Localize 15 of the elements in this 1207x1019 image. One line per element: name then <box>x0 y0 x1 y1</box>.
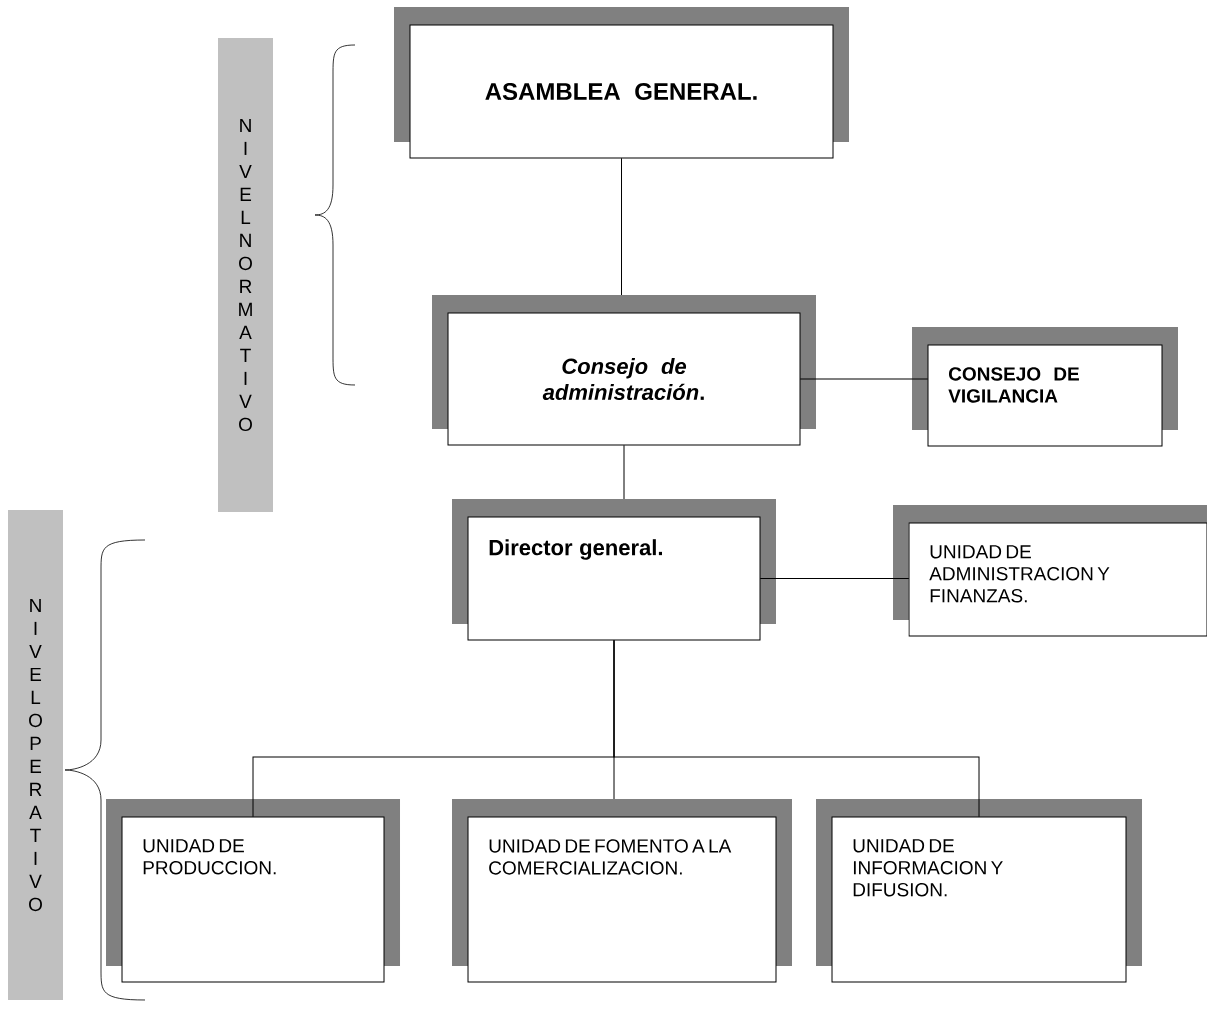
connector-line <box>799 378 929 380</box>
org-box: Director general. <box>452 499 776 641</box>
level-band: NIVEL NORMATIVO <box>218 38 273 512</box>
org-box: UNIDAD DE ADMINISTRACION Y FINANZAS. <box>893 505 1207 637</box>
org-box: UNIDAD DE FOMENTO A LA COMERCIALIZACION. <box>452 799 792 983</box>
connector-line <box>621 157 622 296</box>
org-box: UNIDAD DE INFORMACION Y DIFUSION. <box>816 799 1142 983</box>
connector-line <box>759 578 910 579</box>
org-box: CONSEJO DE VIGILANCIA <box>912 327 1178 447</box>
org-box: UNIDAD DE PRODUCCION. <box>106 799 400 983</box>
connector-line <box>613 639 980 818</box>
level-band: NIVEL OPERATIVO <box>8 510 63 1000</box>
org-box: Consejo de administración. <box>432 295 816 446</box>
org-box: ASAMBLEA GENERAL. <box>394 7 849 159</box>
connector-line <box>623 444 625 500</box>
